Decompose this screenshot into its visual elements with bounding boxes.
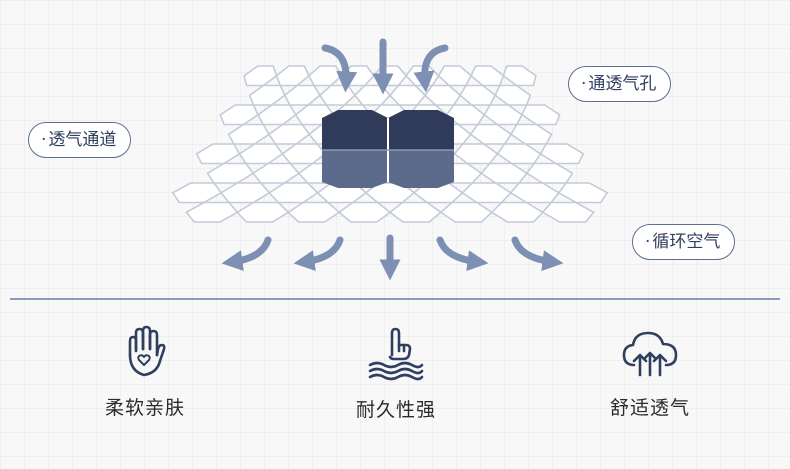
mesh-hexagon [539,143,585,165]
feature-soft: 柔软亲肤 [45,325,245,420]
callout-bullet: · [581,74,587,94]
mesh-hexagon [268,182,319,204]
mesh-hexagon [238,143,284,165]
mesh-hexagon [256,104,297,126]
feature-soft-label: 柔软亲肤 [104,397,185,419]
inflow-arrows [321,38,449,95]
mesh-hexagon [509,182,561,204]
callout-vent-hole-label: 通透气孔 [588,74,657,94]
feature-breathable-label: 舒适透气 [609,397,690,419]
callout-air-circulation: ·循环空气 [632,224,736,260]
mesh-hexagon [469,123,513,145]
mesh-hexagon [520,104,561,126]
mesh-hexagon [195,143,241,165]
mesh-hexagon [424,84,462,106]
mesh-hexagon [437,65,473,87]
mesh-hexagon [275,65,310,87]
callout-air-circulation-label: 循环空气 [652,232,721,252]
mesh-hexagon [502,65,537,87]
callout-vent-hole: ·通透气孔 [568,66,672,102]
mesh-hexagon [171,182,223,204]
mesh-hexagon [372,65,408,87]
feature-breathable: 舒适透气 [550,325,750,420]
mesh-hexagon [494,84,532,106]
mesh-hexagon [307,65,343,87]
feature-durable-label: 耐久性强 [355,399,436,421]
mesh-hexagon [459,84,497,106]
mesh-hexagon [388,84,427,106]
feature-durable: 耐久性强 [296,325,496,422]
mesh-hexagon [557,182,609,204]
inflow-arrow-left [321,44,358,93]
mesh-hexagon [541,201,595,223]
mesh-hexagon [219,182,271,204]
mesh-hexagon [227,123,271,145]
outflow-arrow-2 [293,236,344,272]
mesh-hexagon [281,143,327,165]
mesh-hexagon [286,201,341,223]
mesh-hexagon [248,84,286,106]
mesh-hexagon [337,201,392,223]
mesh-hexagon [353,84,392,106]
outflow-arrow-1 [221,236,272,272]
mesh-hexagon [267,123,311,145]
mesh-hexagon [439,201,494,223]
hexagon-core-blocks [322,110,454,188]
mesh-hexagon [525,162,574,184]
mesh-hexagon [470,65,505,87]
cloud-arrows-icon [622,331,678,377]
mesh-hexagon [480,162,529,184]
outflow-arrow-4 [436,236,489,272]
callout-bullet: · [41,130,47,150]
mesh-hexagon [318,84,356,106]
outflow-arrows [221,234,564,281]
mesh-hexagon [496,143,542,165]
section-divider [10,298,780,300]
mesh-hexagon [283,84,321,106]
mesh-hexagon [251,162,300,184]
mesh-hexagon [219,104,260,126]
outflow-arrow-5 [511,236,564,272]
callout-air-channel-label: 透气通道 [48,130,117,150]
press-wave-icon [368,327,424,381]
mesh-hexagon [509,123,553,145]
mesh-hexagon [483,104,524,126]
mesh-hexagon [490,201,544,223]
mesh-hexagon [453,143,499,165]
hand-heart-icon [128,325,166,377]
mesh-hexagon [206,162,255,184]
mesh-hexagon [461,182,512,204]
inflow-arrow-right [413,44,449,93]
mesh-hexagon [388,201,443,223]
breathable-mesh-diagram [171,38,609,281]
mesh-hexagon [185,201,239,223]
mesh-hexagon [243,65,278,87]
callout-air-channel: ·透气通道 [28,122,132,158]
mesh-hexagon [236,201,290,223]
callout-bullet: · [645,232,651,252]
